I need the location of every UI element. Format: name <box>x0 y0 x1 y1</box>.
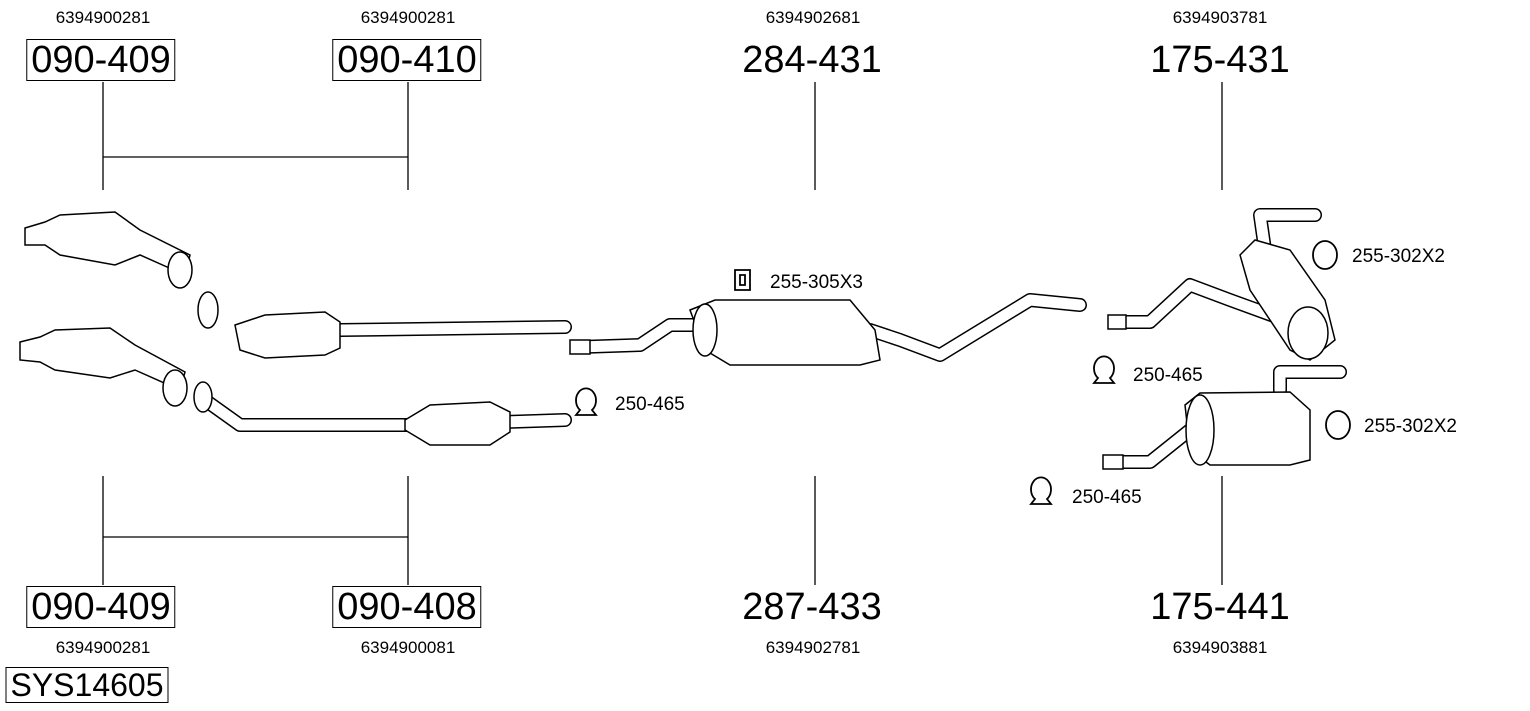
system-id: SYS14605 <box>5 667 169 703</box>
oem-number: 6394902681 <box>765 8 861 27</box>
catalytic-converter <box>19 327 186 392</box>
part-label[interactable]: 287-433 <box>742 586 882 628</box>
part-label[interactable]: 175-431 <box>1150 39 1290 81</box>
oem-number: 6394900281 <box>360 8 456 27</box>
accessory-label[interactable]: 255-302X2 <box>1364 416 1457 437</box>
oem-number: 6394900081 <box>360 638 456 657</box>
catalytic-converter <box>24 211 191 277</box>
rubber-hanger-icon <box>734 269 751 291</box>
part-label[interactable]: 284-431 <box>742 39 882 81</box>
components <box>19 211 1336 470</box>
accessory-label[interactable]: 250-465 <box>1072 487 1142 508</box>
part-label[interactable]: 090-410 <box>332 39 482 81</box>
accessory-label[interactable]: 255-302X2 <box>1352 246 1445 267</box>
clamp-icon <box>1029 476 1053 505</box>
oem-number: 6394900281 <box>55 638 151 657</box>
rubber-ring-icon <box>1312 240 1338 270</box>
part-label[interactable]: 090-409 <box>26 586 176 628</box>
oem-number: 6394900281 <box>55 8 151 27</box>
leader-lines <box>102 82 1223 585</box>
part-label[interactable]: 175-441 <box>1150 586 1290 628</box>
oem-number: 6394902781 <box>765 638 861 657</box>
oem-number: 6394903781 <box>1172 8 1268 27</box>
part-label[interactable]: 090-408 <box>332 586 482 628</box>
accessory-label[interactable]: 250-465 <box>1133 365 1203 386</box>
accessory-icons <box>574 240 1351 505</box>
accessory-label[interactable]: 250-465 <box>615 394 685 415</box>
accessory-label[interactable]: 255-305X3 <box>770 272 863 293</box>
part-label[interactable]: 090-409 <box>26 39 176 81</box>
clamp-icon <box>1092 355 1116 384</box>
catalytic-converter <box>234 311 341 359</box>
catalytic-converter <box>404 401 511 446</box>
center-muffler <box>689 299 881 366</box>
clamp-icon <box>574 387 598 416</box>
rubber-ring-icon <box>1325 410 1351 440</box>
oem-number: 6394903881 <box>1172 638 1268 657</box>
